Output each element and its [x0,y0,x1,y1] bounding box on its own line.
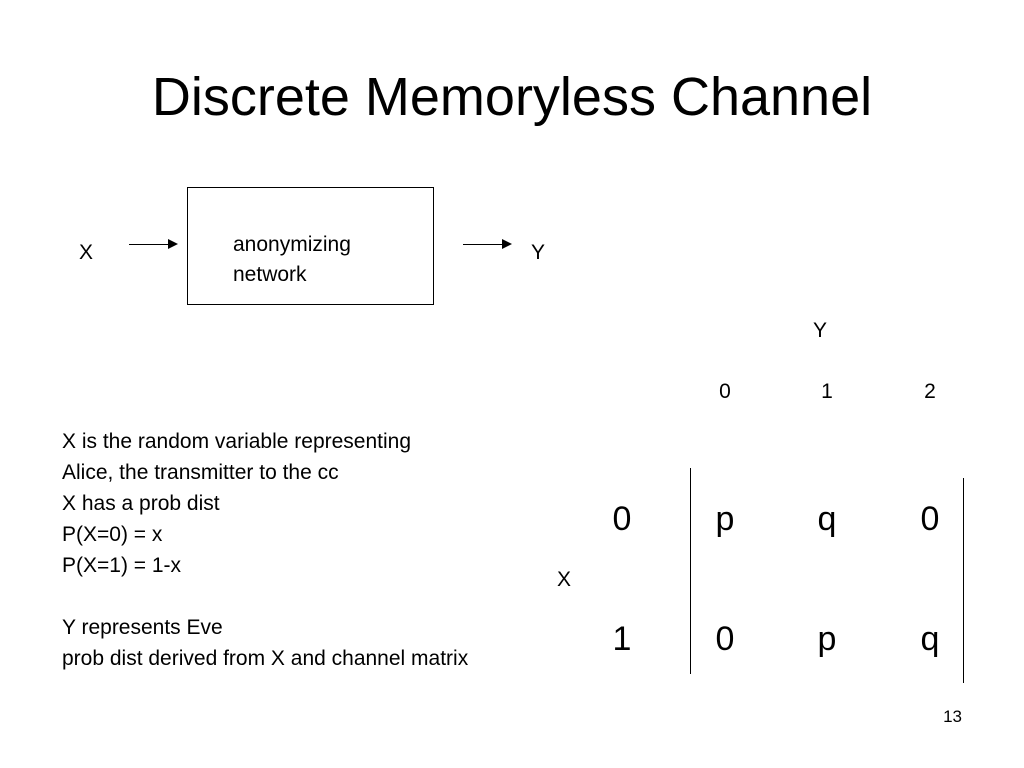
matrix-column-axis-label: Y [812,319,827,342]
output-arrow [463,239,512,249]
matrix-cell-0-1: q [817,500,837,538]
matrix-column-header-1: 1 [821,380,833,403]
diagram-input-label: X [79,241,94,264]
slide-title: Discrete Memoryless Channel [151,67,873,127]
matrix-row-axis-label: X [556,568,571,591]
matrix-cell-1-1: p [817,620,837,658]
diagram-output-label: Y [531,241,546,264]
matrix-row-header-1: 1 [612,620,632,658]
description-line [62,581,468,612]
matrix-cell-0-0: p [715,500,735,538]
matrix-right-bracket [963,478,964,683]
matrix-cell-0-2: 0 [920,500,940,538]
description-line: X has a prob dist [62,492,220,515]
description-line: P(X=0) = x [62,523,163,546]
description-line: X is the random variable representing [62,430,412,453]
matrix-column-header-0: 0 [719,380,731,403]
matrix-cell-1-2: q [920,620,940,658]
matrix-row-header-0: 0 [612,500,632,538]
matrix-cell-1-0: 0 [715,620,735,658]
description-line: Y represents Eve [62,616,223,639]
input-arrow [129,239,178,249]
anonymizing-network-label: anonymizing network [233,233,351,286]
description-line: P(X=1) = 1-x [62,554,182,577]
description-line: Alice, the transmitter to the cc [62,461,339,484]
description-text: X is the random variable representing Al… [62,426,468,674]
matrix-column-header-2: 2 [924,380,936,403]
anonymizing-network-box [187,187,434,305]
description-line: prob dist derived from X and channel mat… [62,647,469,670]
page-number: 13 [943,707,962,726]
matrix-left-bracket [690,468,691,674]
